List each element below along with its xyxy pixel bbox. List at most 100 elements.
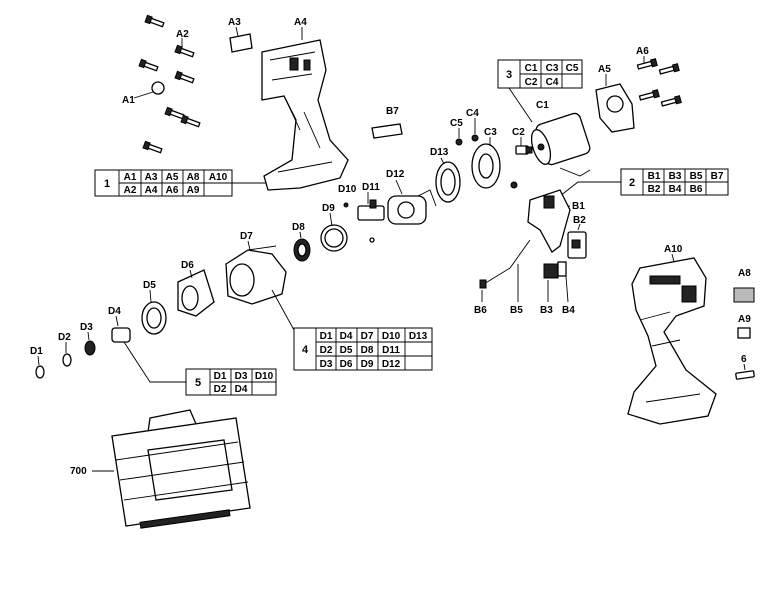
g1-cell: A1 [124, 172, 137, 183]
g1-cell: A8 [187, 172, 200, 183]
g4-cell: D10 [382, 331, 401, 342]
a9-clip [737, 327, 751, 339]
label-b6: B6 [474, 305, 487, 316]
g2-cell: B3 [669, 171, 682, 182]
group-2-number: 2 [629, 177, 635, 189]
label-b4: B4 [562, 305, 575, 316]
g4-cell: D7 [361, 331, 374, 342]
d11-spindle [357, 199, 385, 243]
label-a10: A10 [664, 244, 683, 255]
a5-end-cap [595, 83, 635, 133]
label-d10: D10 [338, 184, 357, 195]
d9-o-ring [320, 224, 348, 252]
c5-screw [455, 138, 463, 146]
label-d5: D5 [143, 280, 156, 291]
label-d2: D2 [58, 332, 71, 343]
a10-drill-body [627, 257, 717, 425]
d6-nose-cone [177, 269, 215, 317]
label-d3: D3 [80, 322, 93, 333]
label-d9: D9 [322, 203, 335, 214]
g5-cell: D2 [214, 384, 227, 395]
g1-cell: A3 [145, 172, 158, 183]
g4-cell: D11 [382, 345, 400, 356]
label-d13: D13 [430, 147, 449, 158]
d12-hammer [387, 189, 437, 225]
g2-cell: B1 [648, 171, 661, 182]
g4-cell: D6 [340, 359, 353, 370]
label-a2: A2 [176, 29, 189, 40]
d5-sleeve [141, 301, 167, 335]
g5-cell: D4 [235, 384, 248, 395]
label-a5: A5 [598, 64, 611, 75]
g2-cell: B5 [690, 171, 703, 182]
b-switch-assembly [479, 189, 587, 289]
a3-nameplate [229, 33, 253, 53]
label-d12: D12 [386, 169, 405, 180]
label-a6: A6 [636, 46, 649, 57]
c-screw-lower [510, 181, 518, 189]
label-700: 700 [70, 466, 87, 477]
d7-gear-case [225, 245, 287, 305]
a8-plate [733, 287, 755, 303]
group-table-2: 2 B1 B3 B5 B7 B2 B4 B6 [559, 168, 729, 197]
part-6-bit-holder [735, 370, 755, 380]
a1-badge [151, 81, 165, 95]
g3-cell: C2 [525, 77, 538, 88]
g4-cell: D8 [361, 345, 374, 356]
screw-group-a2 [138, 14, 201, 154]
g4-cell: D4 [340, 331, 353, 342]
g3-cell: C4 [546, 77, 559, 88]
group-table-4: 4 D1 D4 D7 D10 D13 D2 D5 D8 D11 D3 D6 D9… [271, 289, 433, 371]
c2-pinion [515, 145, 533, 155]
label-b1: B1 [572, 201, 585, 212]
label-6: 6 [741, 354, 747, 365]
d8-bearing [293, 238, 311, 262]
g5-cell: D1 [214, 371, 227, 382]
g1-cell: A10 [209, 172, 228, 183]
label-a1: A1 [122, 95, 135, 106]
g2-cell: B6 [690, 184, 703, 195]
label-d7: D7 [240, 231, 253, 242]
label-a4: A4 [294, 17, 307, 28]
label-a8: A8 [738, 268, 751, 279]
label-d11: D11 [362, 182, 380, 193]
g2-cell: B7 [711, 171, 724, 182]
label-b7: B7 [386, 106, 399, 117]
label-d6: D6 [181, 260, 194, 271]
d2-washer [62, 353, 72, 367]
group-3-number: 3 [506, 69, 512, 81]
label-a3: A3 [228, 17, 241, 28]
g1-cell: A6 [166, 185, 179, 196]
g1-cell: A9 [187, 185, 200, 196]
g4-cell: D3 [320, 359, 333, 370]
label-d8: D8 [292, 222, 305, 233]
g2-cell: B2 [648, 184, 661, 195]
group-1-number: 1 [104, 178, 110, 190]
d13-ring [435, 161, 461, 203]
label-c1: C1 [536, 100, 549, 111]
d1-circlip [35, 365, 45, 379]
label-b3: B3 [540, 305, 553, 316]
c3-motor-bracket [471, 143, 501, 189]
g5-cell: D3 [235, 371, 248, 382]
part-700-carrying-case [111, 409, 251, 529]
g1-cell: A2 [124, 185, 137, 196]
label-d4: D4 [108, 306, 121, 317]
group-5-number: 5 [195, 377, 201, 389]
g4-cell: D13 [409, 331, 428, 342]
screw-group-a6 [636, 58, 682, 107]
g3-cell: C3 [546, 63, 559, 74]
d4-collar [111, 327, 131, 343]
group-4-number: 4 [302, 344, 309, 356]
label-c4: C4 [466, 108, 479, 119]
d3-spring [84, 340, 96, 356]
g3-cell: C5 [566, 63, 579, 74]
g2-cell: B4 [669, 184, 682, 195]
group-table-5: 5 D1 D3 D10 D2 D4 [123, 341, 277, 396]
label-c3: C3 [484, 127, 497, 138]
b7-clip [371, 123, 403, 139]
g3-cell: C1 [525, 63, 538, 74]
label-c5: C5 [450, 118, 463, 129]
c1-motor [530, 112, 591, 177]
